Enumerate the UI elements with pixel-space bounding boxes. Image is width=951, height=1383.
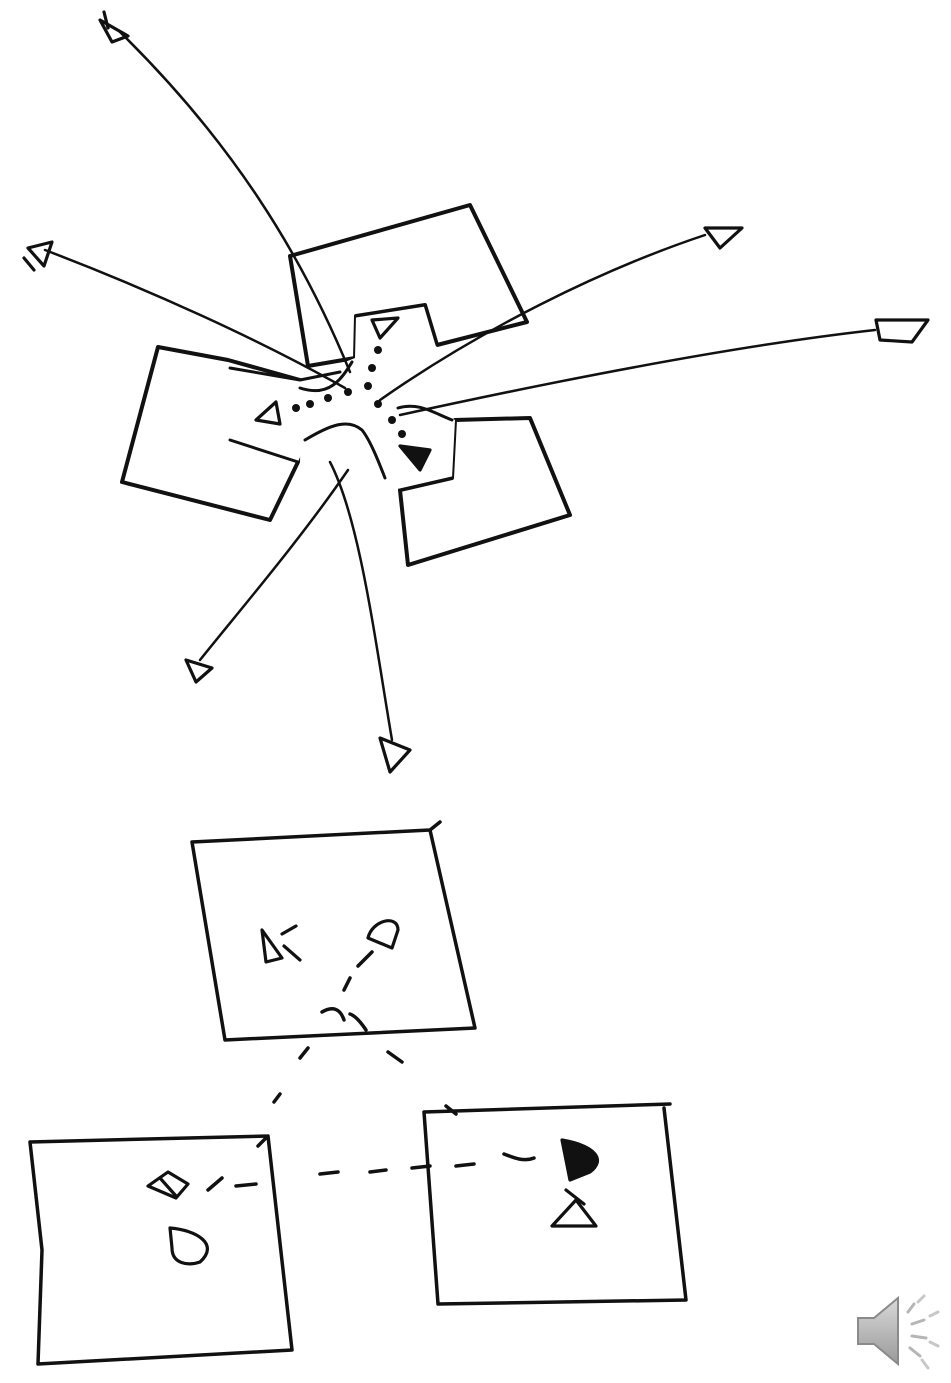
cross-plan bbox=[122, 205, 570, 565]
eye-icon-room-right-lower bbox=[552, 1190, 596, 1226]
view-line-south bbox=[330, 462, 410, 772]
eye-icon-room-left-upper bbox=[148, 1172, 188, 1198]
view-line-north bbox=[100, 12, 350, 372]
speaker-icon bbox=[858, 1296, 938, 1368]
view-line-southwest bbox=[186, 470, 348, 682]
eye-icon-room-top-left bbox=[262, 926, 300, 962]
eye-icon-room-left-lower bbox=[170, 1228, 207, 1264]
room-box-top bbox=[192, 822, 475, 1040]
eye-icon-room-right-upper bbox=[562, 1140, 597, 1180]
view-line-northwest bbox=[24, 242, 345, 388]
room-box-bottom-right bbox=[424, 1104, 686, 1304]
view-lines bbox=[24, 12, 928, 772]
eye-icon-room-top-right bbox=[368, 921, 398, 948]
view-line-northeast bbox=[380, 228, 742, 400]
room-box-bottom-left bbox=[30, 1136, 292, 1364]
audio-button[interactable] bbox=[852, 1290, 944, 1372]
